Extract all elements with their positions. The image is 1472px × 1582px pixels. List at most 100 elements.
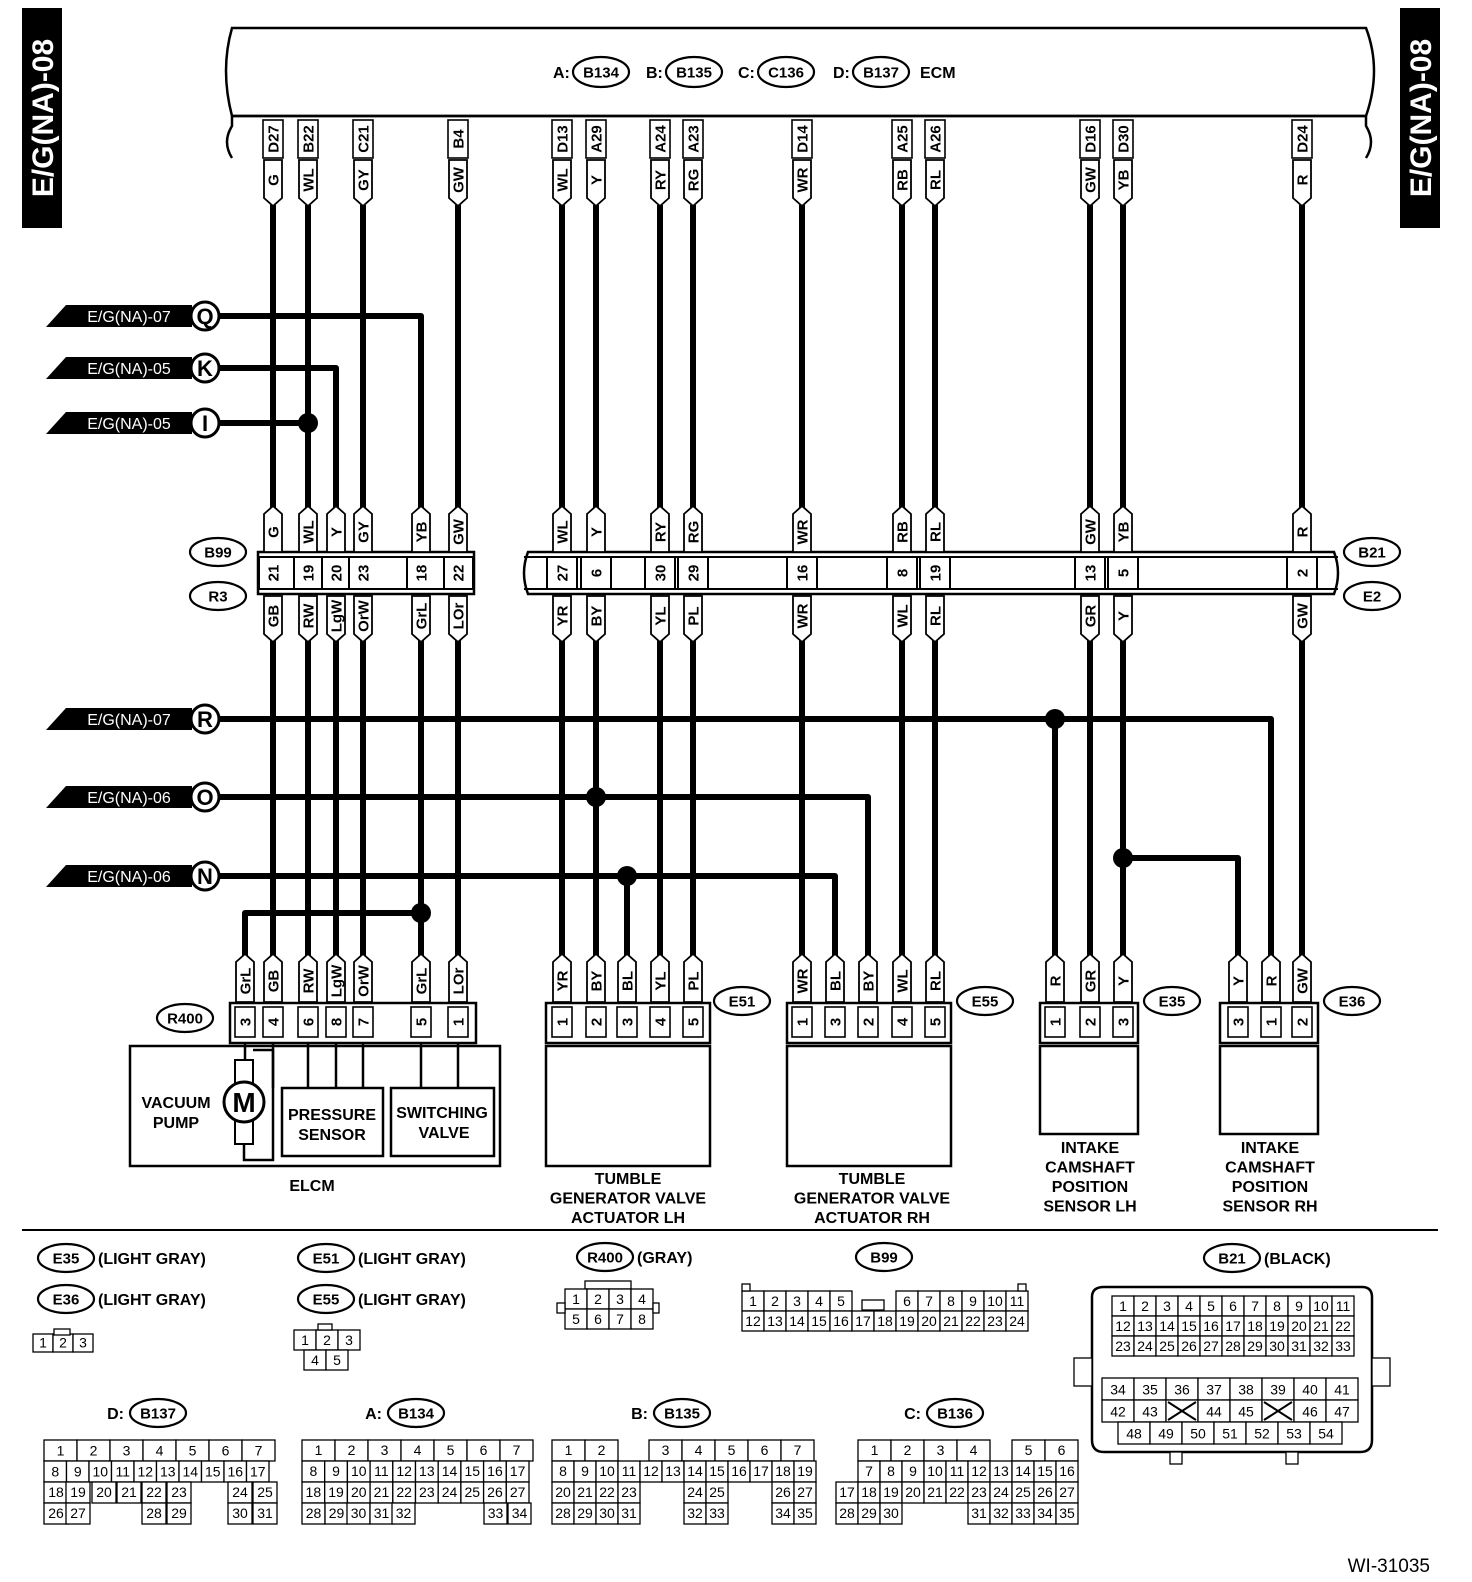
- legend-e35[interactable]: E35(LIGHT GRAY): [36, 1242, 206, 1274]
- pin-number: 24: [442, 1484, 458, 1500]
- pin-number: 51: [1222, 1425, 1238, 1441]
- e2-wire-color-outline: [683, 595, 703, 644]
- legend-b-b135[interactable]: B:B135: [631, 1397, 712, 1429]
- ecm-connector-b137[interactable]: B137: [851, 55, 911, 89]
- pressure-sensor-label: SENSOR: [298, 1127, 366, 1144]
- connector-latch: [317, 1323, 333, 1331]
- legend-a-b134[interactable]: A:B134: [365, 1397, 446, 1429]
- legend-b99[interactable]: B99: [854, 1241, 914, 1273]
- ecm-pin-d13: D13: [555, 125, 572, 153]
- legend-r400-color: (GRAY): [637, 1250, 692, 1267]
- junction-e2-id[interactable]: E2: [1342, 580, 1402, 612]
- legend-a-b134-id[interactable]: B134: [386, 1397, 446, 1429]
- wire: [242, 910, 421, 960]
- junction-b99-id[interactable]: B99: [188, 536, 248, 568]
- e51-wire-color-outline: [683, 952, 703, 1003]
- e2-wire-color: BY: [586, 595, 606, 644]
- r3-wire-color-text: OrW: [356, 599, 373, 632]
- page-tab-left[interactable]: E/G(NA)-08: [22, 8, 62, 228]
- b21-pin-6: 6: [589, 569, 606, 577]
- legend-e51[interactable]: E51(LIGHT GRAY): [296, 1242, 466, 1274]
- b21-wire-color: WR: [792, 504, 812, 553]
- page-tab-right[interactable]: E/G(NA)-08: [1400, 8, 1440, 228]
- ecm-connector-c136[interactable]: C136: [756, 55, 816, 89]
- pin-number: 19: [899, 1313, 915, 1329]
- legend-b99-id[interactable]: B99: [854, 1241, 914, 1273]
- legend-e51-id[interactable]: E51: [296, 1242, 356, 1274]
- legend-b-b135-id[interactable]: B135: [652, 1397, 712, 1429]
- b99-pin-23: 23: [356, 565, 373, 582]
- junction-b99-id-label: B99: [204, 544, 232, 561]
- e51-wire-color: BY: [586, 952, 606, 1003]
- e35-connector-id[interactable]: E35: [1142, 985, 1202, 1017]
- legend-e36[interactable]: E36(LIGHT GRAY): [36, 1283, 206, 1315]
- ecm-wire-color-d14-outline: [792, 159, 812, 208]
- ecm-wire-color-d14: WR: [792, 159, 812, 208]
- pin-number: 4: [638, 1291, 646, 1307]
- legend-c-b136[interactable]: C:B136: [904, 1397, 985, 1429]
- e35-pin-box: [1044, 1006, 1066, 1038]
- ecm-connector-b135[interactable]: B135: [664, 55, 724, 89]
- junction-r3-id[interactable]: R3: [188, 580, 248, 612]
- ref-letter-circle: [189, 352, 221, 384]
- e36-connector-id[interactable]: E36: [1322, 985, 1382, 1017]
- legend-c-b136-id[interactable]: B136: [925, 1397, 985, 1429]
- e36-wire-color-outline: [1292, 952, 1312, 1003]
- r400-pin-1: 1: [451, 1018, 468, 1026]
- junction-b21-id[interactable]: B21: [1342, 536, 1402, 568]
- b21-pin-16: 16: [795, 565, 812, 582]
- e55-connector-id[interactable]: E55: [955, 985, 1015, 1017]
- legend-r400[interactable]: R400(GRAY): [575, 1241, 692, 1273]
- ecm-connector-b134[interactable]: B134: [571, 55, 631, 89]
- legend-r400-id[interactable]: R400: [575, 1241, 635, 1273]
- ecm-pin-a23: A23: [686, 125, 703, 153]
- pin-number: 5: [447, 1442, 455, 1458]
- e55-wire-color-outline: [792, 952, 812, 1003]
- r400-connector-id[interactable]: R400: [155, 1002, 215, 1034]
- legend-b21-id[interactable]: B21: [1202, 1242, 1262, 1274]
- legend-e36-id[interactable]: E36: [36, 1283, 96, 1315]
- legend-e55-color: (LIGHT GRAY): [358, 1292, 466, 1309]
- legend-d-b137-id[interactable]: B137: [128, 1397, 188, 1429]
- r400-wire-color-text: GB: [266, 970, 283, 993]
- ecm-wire-color-d16-outline: [1080, 159, 1100, 208]
- ecm-wire-color-a24-text: RY: [653, 170, 670, 190]
- pin-number: 27: [70, 1505, 86, 1521]
- r400-pin-3: 3: [238, 1018, 255, 1026]
- legend-d-b137[interactable]: D:B137: [107, 1397, 188, 1429]
- ecm-wire-color-b22: WL: [298, 159, 318, 208]
- b21-wire-color-outline: [1292, 504, 1312, 553]
- ecm-wire-color-a29-text: Y: [589, 175, 606, 185]
- pin-number: 7: [794, 1442, 802, 1458]
- component-elcm[interactable]: GrL3GB4RW6LgW8OrW7GrL5LOr1R400MVACUUMPUM…: [128, 952, 502, 1195]
- e51-pin-box: [585, 1006, 607, 1038]
- pin-number: 26: [487, 1484, 503, 1500]
- e55-wire-color: BY: [858, 952, 878, 1003]
- legend-e55-id[interactable]: E55: [296, 1283, 356, 1315]
- e55-pin-box: [791, 1006, 813, 1038]
- b21-ear: [1073, 1357, 1093, 1387]
- pin-number: 16: [487, 1463, 503, 1479]
- e2-wire-color-outline: [1080, 595, 1100, 644]
- pin-number: 5: [572, 1311, 580, 1327]
- legend-b21[interactable]: B21(BLACK): [1202, 1242, 1331, 1274]
- pin-number: 44: [1206, 1403, 1222, 1419]
- e36-name: SENSOR RH: [1222, 1199, 1317, 1216]
- legend-e35-id[interactable]: E35: [36, 1242, 96, 1274]
- pin-number: 28: [555, 1505, 571, 1521]
- pin-number: 45: [1238, 1403, 1254, 1419]
- pin-number: 17: [753, 1463, 769, 1479]
- e51-connector-id[interactable]: E51: [712, 985, 772, 1017]
- legend-e55[interactable]: E55(LIGHT GRAY): [296, 1283, 466, 1315]
